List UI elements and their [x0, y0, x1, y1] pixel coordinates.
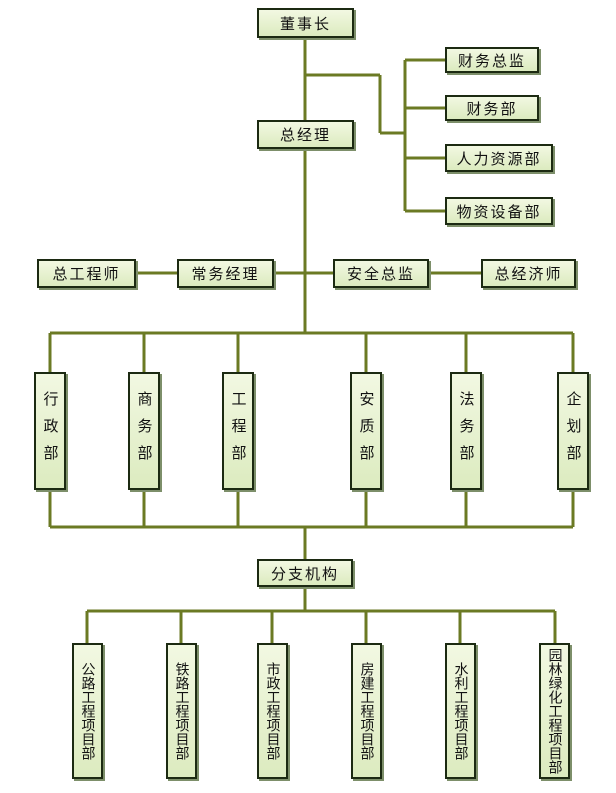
project-dept-box-water: 水利工程项目部: [445, 643, 476, 779]
dept-label: 安质部: [357, 390, 376, 472]
chief-economist-box: 总经济师: [481, 259, 576, 288]
project-dept-box-building: 房建工程项目部: [351, 643, 382, 779]
dept-label: 企划部: [564, 390, 583, 472]
branch-box: 分支机构: [257, 559, 353, 587]
finance-director-box: 财务总监: [445, 47, 539, 73]
dept-box-admin: 行政部: [34, 372, 66, 490]
dept-label: 商务部: [135, 390, 154, 472]
dept-box-planning: 企划部: [557, 372, 589, 490]
hr-dept-box: 人力资源部: [445, 144, 553, 172]
project-dept-box-landscape: 园林绿化工程项目部: [539, 643, 570, 779]
dept-label: 行政部: [41, 390, 60, 472]
chairman-box: 董事长: [257, 8, 354, 38]
dept-box-legal: 法务部: [450, 372, 482, 490]
project-dept-label: 公路工程项目部: [79, 662, 96, 760]
dept-box-commerce: 商务部: [128, 372, 160, 490]
general-manager-box: 总经理: [257, 120, 354, 149]
project-dept-label: 园林绿化工程项目部: [546, 648, 563, 774]
project-dept-box-highway: 公路工程项目部: [72, 643, 103, 779]
dept-label: 法务部: [457, 390, 476, 472]
safety-director-box: 安全总监: [333, 259, 429, 288]
project-dept-box-municipal: 市政工程项目部: [257, 643, 288, 779]
chief-engineer-box: 总工程师: [37, 259, 136, 288]
project-dept-label: 铁路工程项目部: [173, 662, 190, 760]
project-dept-label: 市政工程项目部: [264, 662, 281, 760]
dept-label: 工程部: [229, 390, 248, 472]
materials-equipment-dept-box: 物资设备部: [445, 197, 553, 225]
finance-dept-box: 财务部: [445, 95, 539, 121]
dept-box-engineering: 工程部: [222, 372, 254, 490]
project-dept-box-railway: 铁路工程项目部: [166, 643, 197, 779]
executive-manager-box: 常务经理: [177, 259, 274, 288]
project-dept-label: 房建工程项目部: [358, 662, 375, 760]
project-dept-label: 水利工程项目部: [452, 662, 469, 760]
dept-box-safety-quality: 安质部: [350, 372, 382, 490]
